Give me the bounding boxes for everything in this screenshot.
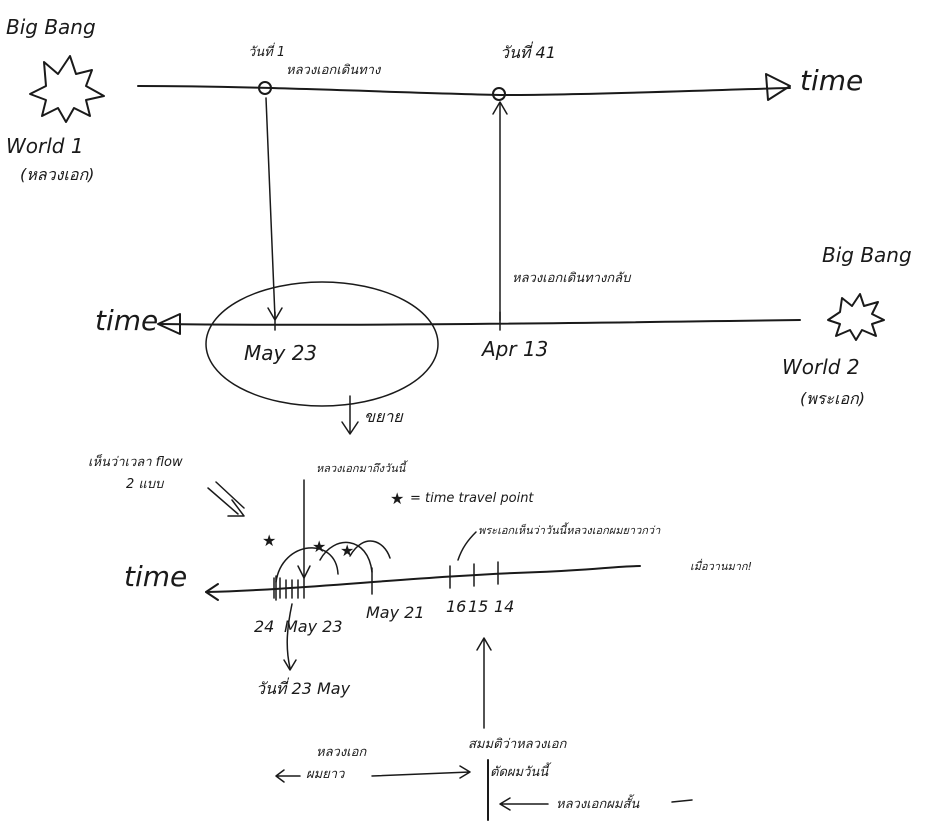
arrival-note: หลวงเอกมาถึงวันนี้ [316, 460, 409, 475]
world1-section: Big Bang World 1 (หลวงเอก) time วันที่ 1… [6, 15, 863, 184]
jump-arc-1 [275, 547, 339, 583]
zoomed-section: เห็นว่าเวลา flow 2 แบบ หลวงเอกมาถึงวันนี… [88, 453, 752, 821]
tick-16-label: 16 [446, 597, 466, 616]
time-travel-star-2: ★ [312, 537, 326, 556]
assume-arrowhead [476, 637, 492, 651]
world1-event1-label-sub: หลวงเอกเดินทาง [286, 63, 382, 78]
world1-label: World 1 [6, 134, 84, 158]
hatch-region [273, 577, 305, 599]
zoom-arrowhead [341, 421, 359, 435]
flow-label-sub: 2 แบบ [126, 477, 165, 492]
time-travel-star-3: ★ [340, 541, 354, 560]
world2-timeline [159, 319, 801, 326]
flow-double-arrow [207, 481, 245, 517]
right-note-arrow [457, 531, 477, 561]
hair-long-arrow-left [275, 769, 301, 783]
tick-14-label: 14 [494, 597, 514, 616]
return-label: หลวงเอกเดินทางกลับ [512, 271, 632, 286]
world1-event2-label: วันที่ 41 [500, 41, 556, 62]
world2-big-bang-label: Big Bang [822, 243, 912, 267]
jump-arc-3 [349, 540, 391, 559]
zoomed-timeline [205, 565, 641, 593]
world1-event2-marker [492, 87, 506, 101]
flow-label: เห็นว่าเวลา flow [88, 453, 183, 470]
legend-label: = time travel point [410, 491, 534, 506]
world2-sub-label: (พระเอก) [800, 389, 865, 408]
hair-long-label: หลวงเอก [316, 745, 367, 760]
world2-label: World 2 [782, 355, 860, 379]
day-note: วันที่ 23 May [256, 677, 351, 698]
world1-big-bang-label: Big Bang [6, 15, 96, 39]
hair-short-arrow [499, 797, 549, 811]
world2-section: time May 23 Apr 13 หลวงเอกเดินทางกลับ ขย… [95, 243, 912, 435]
legend-star-icon: ★ [390, 489, 404, 508]
world1-timeline [137, 85, 791, 96]
world1-time-label: time [800, 64, 863, 97]
hair-short-label: หลวงเอกผมสั้น [556, 794, 640, 812]
world1-event1-label: วันที่ 1 [248, 42, 285, 60]
assume-label-sub: ตัดผมวันนี้ [490, 762, 552, 780]
tick-24-label: 24 [254, 617, 274, 636]
tick-15-label: 15 [468, 597, 488, 616]
tick-may21-label: May 21 [366, 603, 425, 622]
world2-time-label: time [95, 304, 158, 337]
jump-arc-2 [319, 541, 373, 573]
zoomed-time-label: time [124, 560, 187, 593]
tick-may23-label: May 23 [284, 617, 343, 636]
zoom-label: ขยาย [364, 407, 404, 426]
world-connectors [265, 97, 508, 321]
world1-event1-marker [258, 81, 272, 95]
world1-explosion-icon [29, 55, 105, 123]
world1-sub-label: (หลวงเอก) [20, 165, 94, 184]
right-note: พระเอกเห็นว่าวันนี้หลวงเอกผมยาวกว่า [478, 522, 661, 537]
day-note-arrowhead [283, 659, 297, 671]
time-travel-star-1: ★ [262, 531, 276, 550]
return-connector-arrowhead [492, 101, 508, 115]
world1-timeline-arrowhead [765, 73, 791, 101]
hair-long-arrow-right [371, 765, 471, 779]
zoom-ellipse [205, 281, 439, 407]
assume-label: สมมติว่าหลวงเอก [468, 737, 568, 752]
hair-long-label-sub: ผมยาว [306, 767, 345, 782]
right-note-sub: เมื่อวานมาก! [690, 558, 752, 573]
hair-short-tail [671, 799, 693, 803]
departure-connector [265, 97, 276, 319]
may23-label: May 23 [244, 341, 317, 365]
apr13-label: Apr 13 [480, 337, 548, 361]
day-note-arrow [286, 603, 293, 669]
world2-explosion-icon [827, 293, 885, 341]
